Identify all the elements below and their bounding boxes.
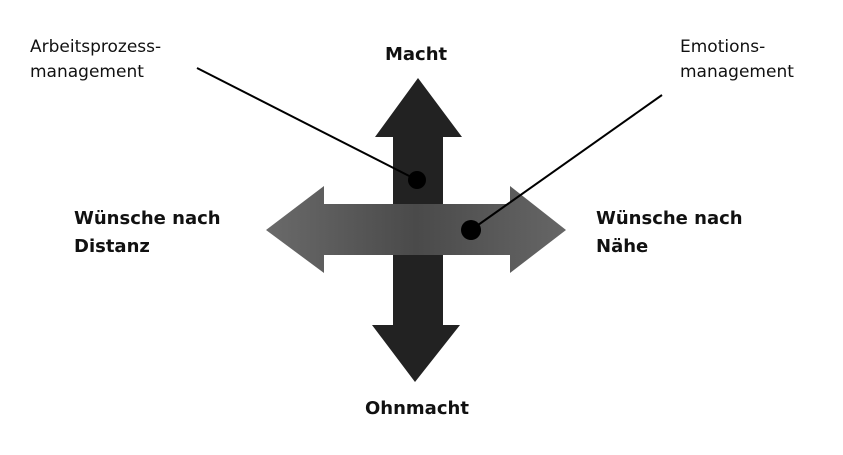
axis-text: Distanz [74, 236, 150, 257]
label-distanz: Wünsche nach Distanz [74, 205, 221, 261]
label-macht: Macht [385, 44, 448, 65]
callout-text: management [680, 62, 794, 82]
label-naehe: Wünsche nach Nähe [596, 205, 743, 261]
callout-emotions: Emotions- management [680, 35, 794, 85]
axis-text: Wünsche nach [74, 208, 221, 229]
callout-text: Arbeitsprozess- [30, 37, 162, 57]
horizontal-double-arrow [266, 186, 566, 273]
callout-text: Emotions- [680, 37, 766, 57]
dot-arbeitsprozess [408, 171, 426, 189]
axis-text: Nähe [596, 236, 649, 257]
callout-text: management [30, 62, 144, 82]
label-ohnmacht: Ohnmacht [365, 398, 469, 419]
callout-line-arbeitsprozess [196, 67, 418, 181]
axis-text: Wünsche nach [596, 208, 743, 229]
callout-arbeitsprozess: Arbeitsprozess- management [30, 35, 161, 85]
callout-line-emotions [470, 94, 663, 231]
dot-emotions [461, 220, 481, 240]
